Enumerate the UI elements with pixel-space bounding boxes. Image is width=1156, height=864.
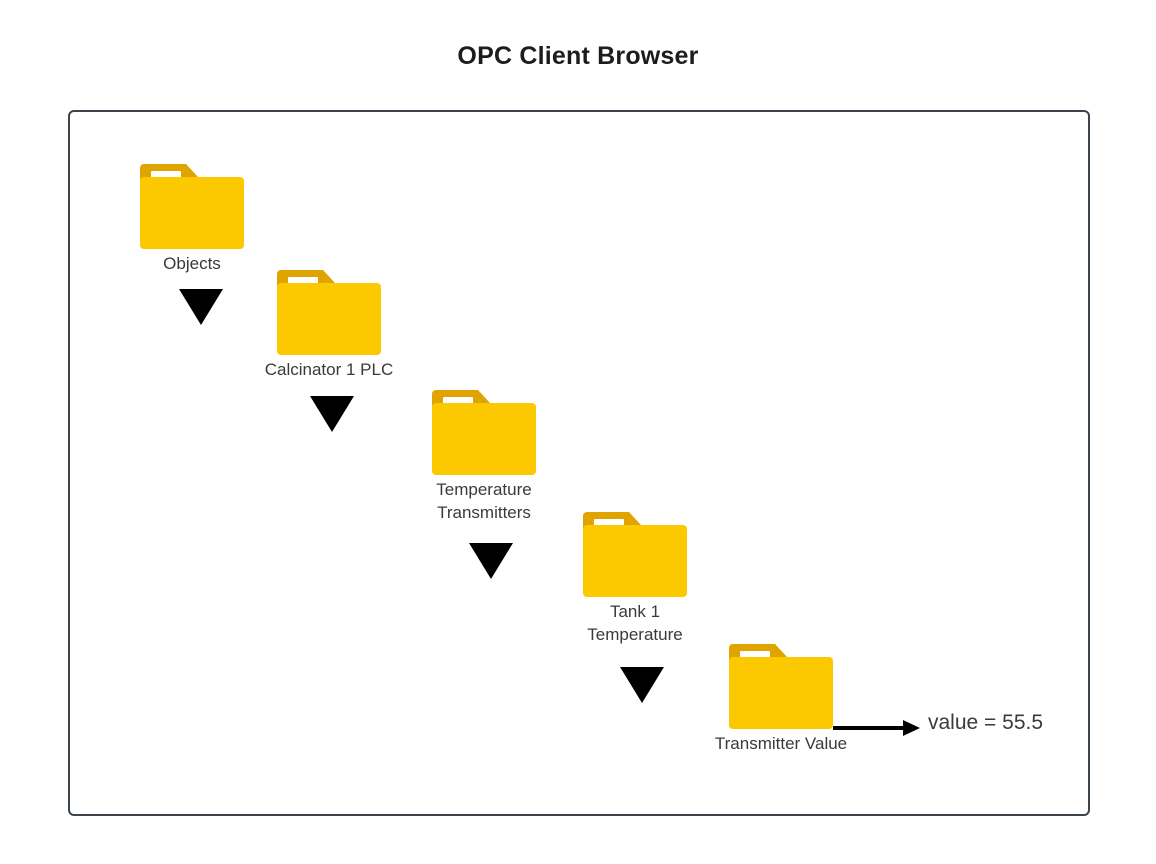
triangle-down-icon xyxy=(469,543,513,579)
folder-icon xyxy=(729,644,833,729)
folder-label-slot xyxy=(443,397,473,405)
folder-label-slot xyxy=(288,277,318,285)
folder-label-slot xyxy=(594,519,624,527)
page-title: OPC Client Browser xyxy=(457,42,699,70)
connector-line xyxy=(833,726,903,730)
tree-node-label: Transmitter Value xyxy=(714,734,848,753)
folder-body xyxy=(277,283,381,355)
tree-node-tank-1-temperature[interactable]: Tank 1 Temperature xyxy=(583,512,687,644)
tree-node-label: Calcinator 1 PLC xyxy=(264,360,394,379)
tree-node-transmitter-value[interactable]: Transmitter Value xyxy=(715,644,847,753)
triangle-down-icon xyxy=(179,289,223,325)
folder-body xyxy=(583,525,687,597)
folder-icon xyxy=(432,390,536,475)
tree-node-label: Tank 1 Temperature xyxy=(587,602,683,644)
folder-body xyxy=(140,177,244,249)
folder-label-slot xyxy=(151,171,181,179)
tree-node-label: Objects xyxy=(163,254,221,273)
value-readout: value = 55.5 xyxy=(928,711,1044,734)
opc-browser-panel: Objects Calcinator 1 PLC Temperature Tra… xyxy=(68,110,1090,816)
tree-node-calcinator-1-plc[interactable]: Calcinator 1 PLC xyxy=(265,270,393,379)
folder-body xyxy=(432,403,536,475)
triangle-down-icon xyxy=(620,667,664,703)
tree-node-temperature-transmitters[interactable]: Temperature Transmitters xyxy=(432,390,536,522)
folder-label-slot xyxy=(740,651,770,659)
arrow-head-icon xyxy=(903,720,920,736)
folder-icon xyxy=(277,270,381,355)
folder-icon xyxy=(140,164,244,249)
folder-icon xyxy=(583,512,687,597)
triangle-down-icon xyxy=(310,396,354,432)
tree-node-label: Temperature Transmitters xyxy=(436,480,532,522)
tree-node-objects[interactable]: Objects xyxy=(140,164,244,273)
folder-body xyxy=(729,657,833,729)
